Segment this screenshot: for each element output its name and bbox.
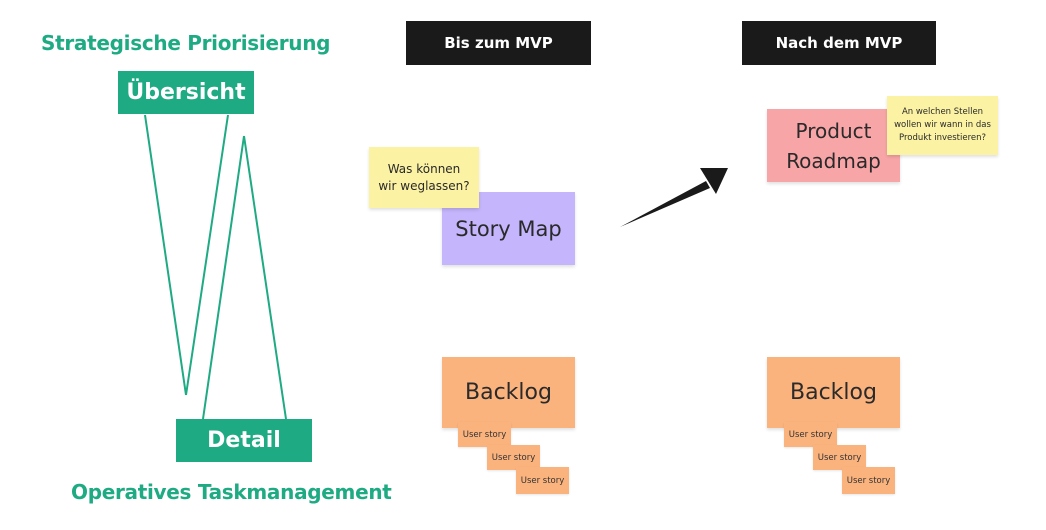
- user-story-note[interactable]: User story: [842, 467, 895, 494]
- user-story-note[interactable]: User story: [784, 422, 837, 447]
- user-story-note[interactable]: User story: [487, 445, 540, 470]
- operative-task-label: Operatives Taskmanagement: [71, 480, 392, 504]
- note-line: Product: [795, 118, 872, 143]
- zigzag-line: [185, 114, 229, 396]
- product-roadmap-note[interactable]: Product Roadmap: [767, 109, 900, 182]
- question-note-after-mvp[interactable]: An welchen Stellen wollen wir wann in da…: [887, 96, 998, 155]
- note-line: Was können: [387, 161, 461, 176]
- overview-box: Übersicht: [118, 71, 254, 114]
- note-line: Produkt investieren?: [898, 133, 987, 143]
- user-story-note[interactable]: User story: [813, 445, 866, 470]
- note-line: wollen wir wann in das: [894, 120, 991, 130]
- zigzag-line: [144, 114, 187, 396]
- user-story-note[interactable]: User story: [458, 422, 511, 447]
- note-line: Roadmap: [786, 148, 881, 173]
- detail-box: Detail: [176, 419, 312, 462]
- note-line: wir weglassen?: [378, 178, 470, 193]
- question-note-before-mvp[interactable]: Was können wir weglassen?: [369, 147, 479, 208]
- column-header-after-mvp: Nach dem MVP: [742, 21, 936, 65]
- zigzag-line: [243, 135, 287, 420]
- backlog-note-after-mvp[interactable]: Backlog: [767, 357, 900, 428]
- strategic-priority-label: Strategische Priorisierung: [41, 31, 331, 55]
- backlog-note-before-mvp[interactable]: Backlog: [442, 357, 575, 428]
- zigzag-line: [202, 135, 245, 420]
- user-story-note[interactable]: User story: [516, 467, 569, 494]
- arrow-icon: [620, 168, 728, 227]
- column-header-before-mvp: Bis zum MVP: [406, 21, 591, 65]
- note-line: An welchen Stellen: [901, 107, 984, 117]
